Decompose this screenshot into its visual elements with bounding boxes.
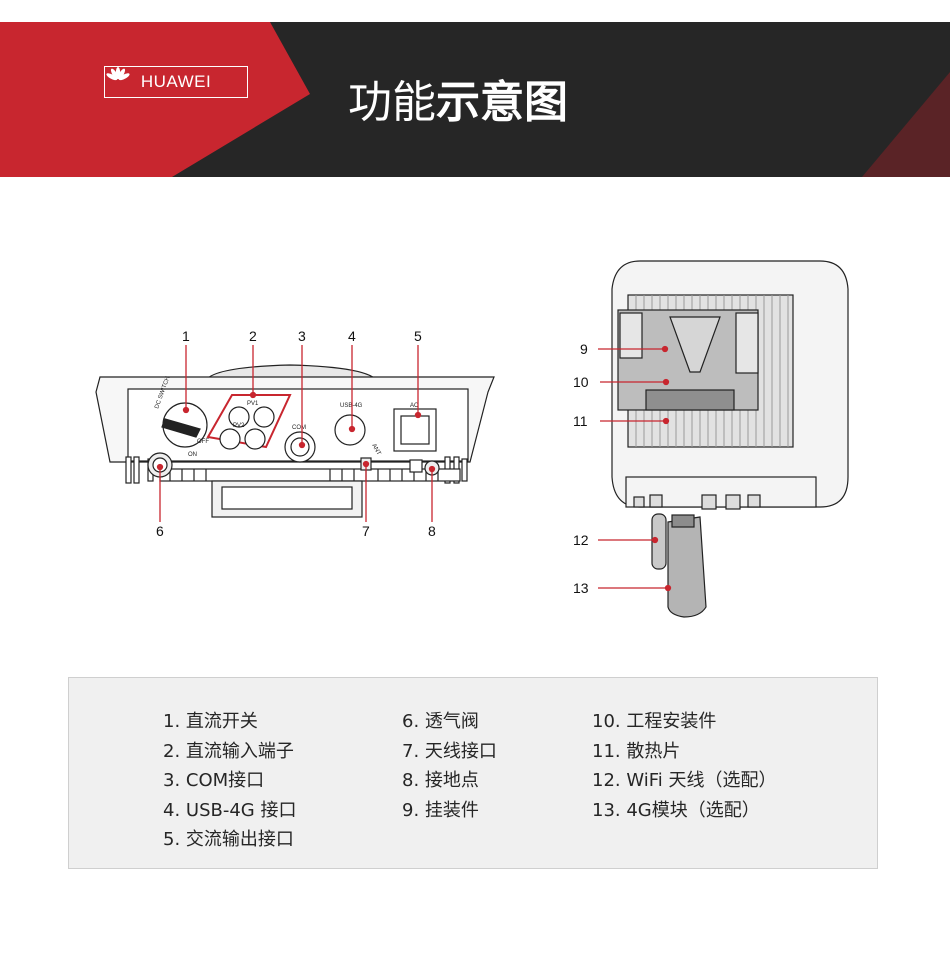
legend-item: 4. USB-4G 接口 — [163, 799, 297, 821]
dc-switch-handle — [161, 418, 201, 438]
pv-terminal — [244, 428, 266, 450]
inverter-back-view — [611, 260, 849, 618]
red-accent-shape — [0, 22, 310, 177]
off-label: OFF — [197, 439, 209, 445]
front-callout-numbers: 1 2 3 4 5 6 7 8 — [156, 328, 436, 539]
pv-terminal — [253, 406, 275, 428]
pv-terminal — [228, 406, 250, 428]
on-label: ON — [188, 452, 197, 458]
engineering-mount — [645, 389, 735, 411]
function-diagram: DC SWITCH OFF ON PV1 PV2 COM USB-4G AC A… — [95, 260, 849, 618]
legend-item: 12. WiFi 天线（选配） — [592, 770, 777, 791]
bracket-right-ear — [735, 312, 759, 374]
banner-shapes — [0, 22, 950, 177]
huawei-flower-icon — [106, 67, 130, 81]
ground-symbol — [409, 459, 423, 473]
callout-5: 5 — [414, 328, 422, 344]
inverter-bottom-view — [95, 364, 495, 518]
wifi-antenna — [651, 513, 667, 570]
ac-output-inner — [400, 415, 430, 445]
callout-3: 3 — [298, 328, 306, 344]
legend-item: 13. 4G模块（选配） — [592, 799, 760, 821]
back-callout-lines — [598, 345, 672, 592]
legend-column-2: 6. 透气阀 7. 天线接口 8. 接地点 9. 挂装件 — [402, 707, 497, 825]
huawei-logo: HUAWEI — [104, 66, 248, 98]
com-label: COM — [292, 425, 306, 431]
back-connectors — [633, 494, 761, 510]
ant-label: ANT — [370, 443, 381, 457]
callout-13: 13 — [573, 580, 589, 596]
legend-item: 6. 透气阀 — [402, 711, 479, 732]
pv2-label: PV2 — [233, 423, 245, 429]
legend-item: 1. 直流开关 — [163, 711, 258, 732]
lower-bracket-slot — [221, 486, 353, 510]
4g-module-cap — [671, 514, 695, 528]
header-banner: HUAWEI 功能示意图 — [0, 22, 950, 177]
legend-item: 9. 挂装件 — [402, 799, 479, 821]
legend-item: 10. 工程安装件 — [592, 711, 717, 732]
callout-7: 7 — [362, 523, 370, 539]
callout-10: 10 — [573, 374, 589, 390]
legend-column-3: 10. 工程安装件 11. 散热片 12. WiFi 天线（选配） 13. 4G… — [592, 707, 777, 825]
legend-item: 5. 交流输出接口 — [163, 829, 294, 850]
page-title: 功能示意图 — [348, 78, 568, 128]
legend-column-1: 1. 直流开关 2. 直流输入端子 3. COM接口 4. USB-4G 接口 … — [163, 707, 296, 855]
callout-11: 11 — [573, 413, 588, 429]
usb-label: USB-4G — [340, 403, 363, 409]
callout-6: 6 — [156, 523, 164, 539]
bracket-v-plate — [669, 316, 721, 373]
legend-item: 7. 天线接口 — [402, 740, 497, 762]
back-callout-numbers: 9 10 11 12 13 — [573, 341, 589, 596]
callout-2: 2 — [249, 328, 257, 344]
callout-8: 8 — [428, 523, 436, 539]
callout-12: 12 — [573, 532, 589, 548]
front-callout-lines — [156, 345, 436, 522]
ac-label: AC — [410, 403, 419, 409]
bracket-left-ear — [619, 312, 643, 359]
title-light: 功能 — [348, 77, 436, 128]
callout-9: 9 — [580, 341, 588, 357]
legend-item: 2. 直流输入端子 — [163, 740, 294, 762]
4g-module — [667, 516, 707, 618]
title-bold: 示意图 — [436, 77, 568, 128]
callout-1: 1 — [182, 328, 190, 344]
legend-item: 11. 散热片 — [592, 740, 681, 762]
corner-accent-shape — [862, 72, 950, 177]
brand-name: HUAWEI — [140, 72, 212, 91]
legend-item: 8. 接地点 — [402, 770, 479, 791]
legend-panel: 1. 直流开关 2. 直流输入端子 3. COM接口 4. USB-4G 接口 … — [68, 677, 878, 869]
pv1-label: PV1 — [247, 401, 259, 407]
pv-terminal — [219, 428, 241, 450]
callout-4: 4 — [348, 328, 356, 344]
legend-item: 3. COM接口 — [163, 770, 265, 791]
